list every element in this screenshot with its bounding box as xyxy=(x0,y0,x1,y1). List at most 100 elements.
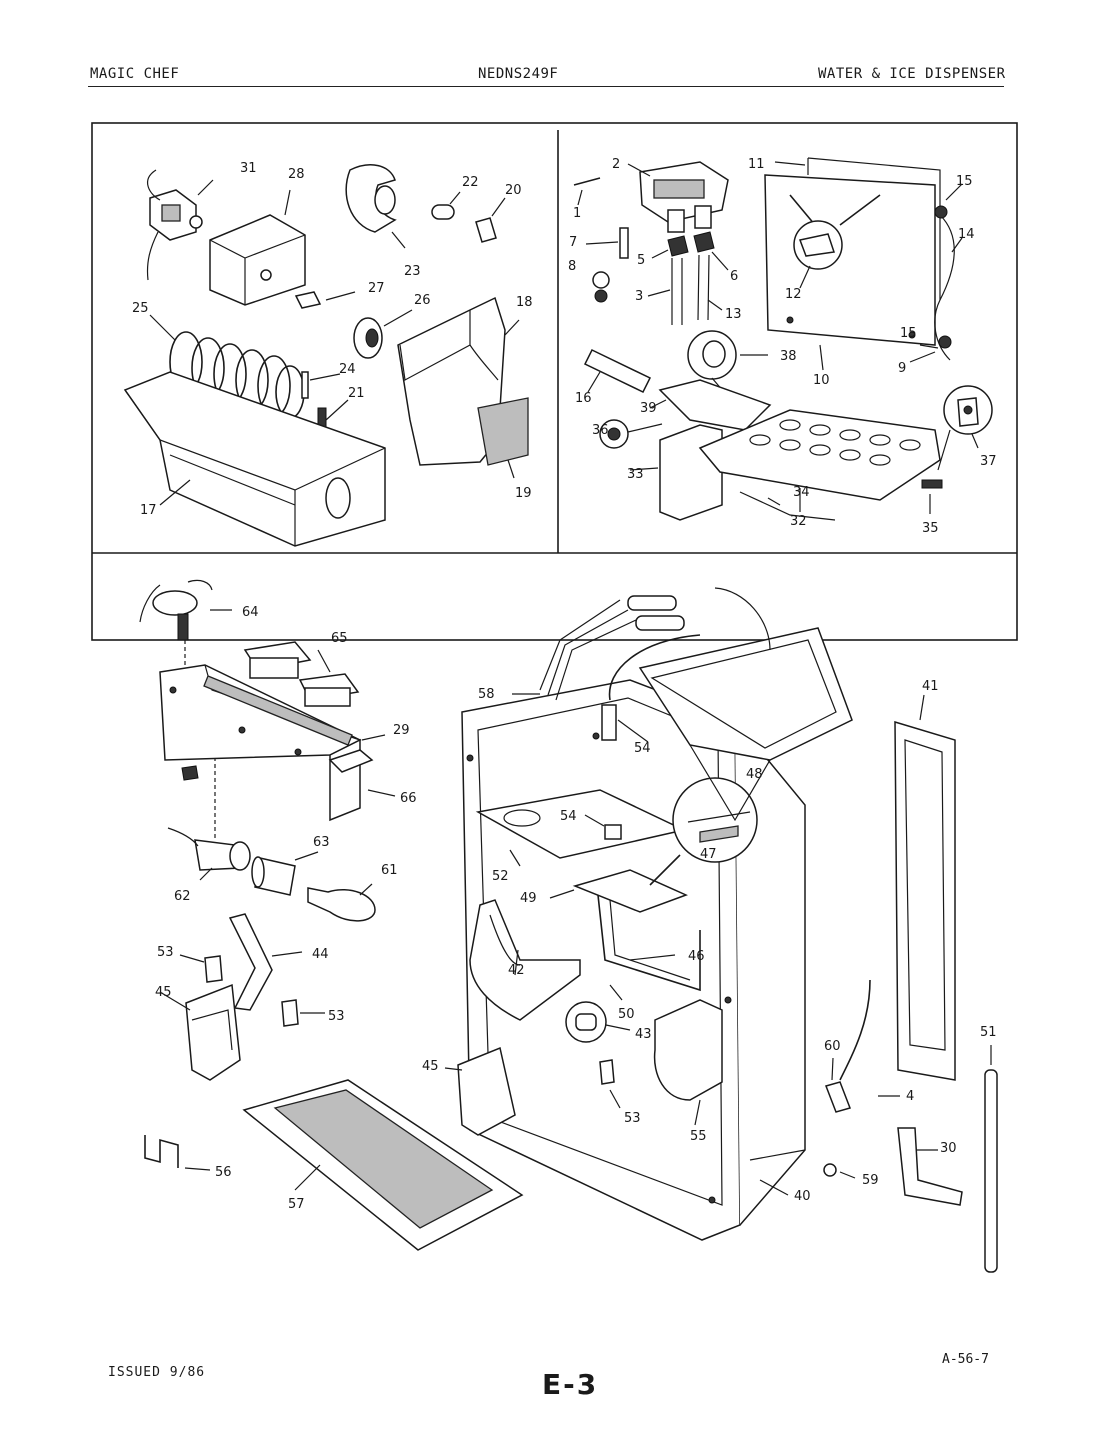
tube-4 xyxy=(839,979,871,1081)
ice-mold-32 xyxy=(698,409,941,512)
clip-37 xyxy=(937,385,993,471)
callout-57: 57 xyxy=(288,1197,305,1212)
callout-65: 65 xyxy=(331,631,348,646)
callout-11: 11 xyxy=(748,157,765,172)
callout-49: 49 xyxy=(520,891,537,906)
callout-32: 32 xyxy=(790,514,807,529)
callout-36: 36 xyxy=(592,423,609,438)
switch-64 xyxy=(139,579,232,641)
socket-62 xyxy=(167,827,251,881)
callout-18: 18 xyxy=(516,295,533,310)
actuator-arm-44 xyxy=(228,913,303,1011)
arm-46 xyxy=(597,894,701,992)
tube-30 xyxy=(897,1127,963,1206)
ring-8 xyxy=(592,271,610,289)
leader-50 xyxy=(609,984,623,1001)
callout-bubble-12 xyxy=(789,194,881,289)
clip-53c xyxy=(599,1059,615,1085)
panel-frames xyxy=(91,122,1018,641)
callout-34: 34 xyxy=(793,485,810,500)
fill-cup-39 xyxy=(658,379,772,431)
callout-14: 14 xyxy=(958,227,975,242)
callout-52: 52 xyxy=(492,869,509,884)
cover-plate-10-11 xyxy=(764,157,941,371)
bracket-28 xyxy=(209,189,306,306)
header-rule xyxy=(88,86,1004,87)
page-code: E-3 xyxy=(542,1368,599,1401)
callout-39: 39 xyxy=(640,401,657,416)
callout-53a: 53 xyxy=(157,945,174,960)
chute-door-42 xyxy=(469,899,581,1021)
callout-44: 44 xyxy=(312,947,329,962)
callout-35: 35 xyxy=(922,521,939,536)
callout-53b: 53 xyxy=(328,1009,345,1024)
callout-16: 16 xyxy=(575,391,592,406)
insulation-41 xyxy=(894,694,956,1081)
callout-5: 5 xyxy=(637,253,645,268)
callout-22: 22 xyxy=(462,175,479,190)
mold-housing-17 xyxy=(123,371,386,547)
callout-23: 23 xyxy=(404,264,421,279)
spring-56 xyxy=(144,1135,179,1168)
tube-51 xyxy=(984,1069,998,1273)
callout-7: 7 xyxy=(569,235,577,250)
fitting-6 xyxy=(693,231,715,253)
callout-bubble-47-48 xyxy=(649,777,758,886)
callout-10: 10 xyxy=(813,373,830,388)
dispenser-housing-group xyxy=(444,587,998,1273)
clamp-60 xyxy=(825,1081,851,1113)
callout-48: 48 xyxy=(746,767,763,782)
callout-8: 8 xyxy=(568,259,576,274)
callout-64: 64 xyxy=(242,605,259,620)
clip-59 xyxy=(823,1163,837,1177)
actuator-pad-45b xyxy=(457,1046,516,1136)
callout-37: 37 xyxy=(980,454,997,469)
callout-60: 60 xyxy=(824,1039,841,1054)
support-33 xyxy=(659,424,723,521)
pin-24 xyxy=(301,371,309,399)
callout-4: 4 xyxy=(906,1089,914,1104)
callout-55: 55 xyxy=(690,1129,707,1144)
callout-26: 26 xyxy=(414,293,431,308)
reference-code: A-56-7 xyxy=(942,1352,989,1367)
issued-date: ISSUED 9/86 xyxy=(108,1365,206,1380)
model-number: NEDNS249F xyxy=(478,66,559,82)
callout-66: 66 xyxy=(400,791,417,806)
callout-24: 24 xyxy=(339,362,356,377)
clip-53a xyxy=(204,955,223,983)
screw-35 xyxy=(921,479,943,489)
fill-chute-18 xyxy=(397,296,520,466)
callout-51: 51 xyxy=(980,1025,997,1040)
block-20 xyxy=(475,217,497,243)
tube-3 xyxy=(672,257,681,326)
callout-29: 29 xyxy=(393,723,410,738)
bushing-38 xyxy=(687,330,768,406)
cam-23 xyxy=(345,164,406,249)
bracket-49 xyxy=(572,869,688,913)
harness-58 xyxy=(512,587,771,701)
callout-42: 42 xyxy=(508,963,525,978)
lens-63 xyxy=(251,851,319,896)
callout-9: 9 xyxy=(898,361,906,376)
ice-maker-module-group xyxy=(573,157,993,521)
ice-bin xyxy=(638,627,853,822)
callout-3: 3 xyxy=(635,289,643,304)
callout-30: 30 xyxy=(940,1141,957,1156)
callout-46: 46 xyxy=(688,949,705,964)
callout-21: 21 xyxy=(348,386,365,401)
callout-20: 20 xyxy=(505,183,522,198)
callout-38: 38 xyxy=(780,349,797,364)
callout-43: 43 xyxy=(635,1027,652,1042)
callout-15b: 15 xyxy=(900,326,917,341)
callout-6: 6 xyxy=(730,269,738,284)
section-title: WATER & ICE DISPENSER xyxy=(818,66,1006,82)
bracket-29 xyxy=(159,664,386,761)
water-valve-2 xyxy=(627,161,729,233)
relay-65 xyxy=(243,641,360,707)
actuator-pad-45 xyxy=(159,983,241,1081)
bracket-54b xyxy=(604,824,622,840)
callout-33: 33 xyxy=(627,467,644,482)
gear-26 xyxy=(353,309,413,359)
callout-50: 50 xyxy=(618,1007,635,1022)
tube-13 xyxy=(697,254,710,321)
